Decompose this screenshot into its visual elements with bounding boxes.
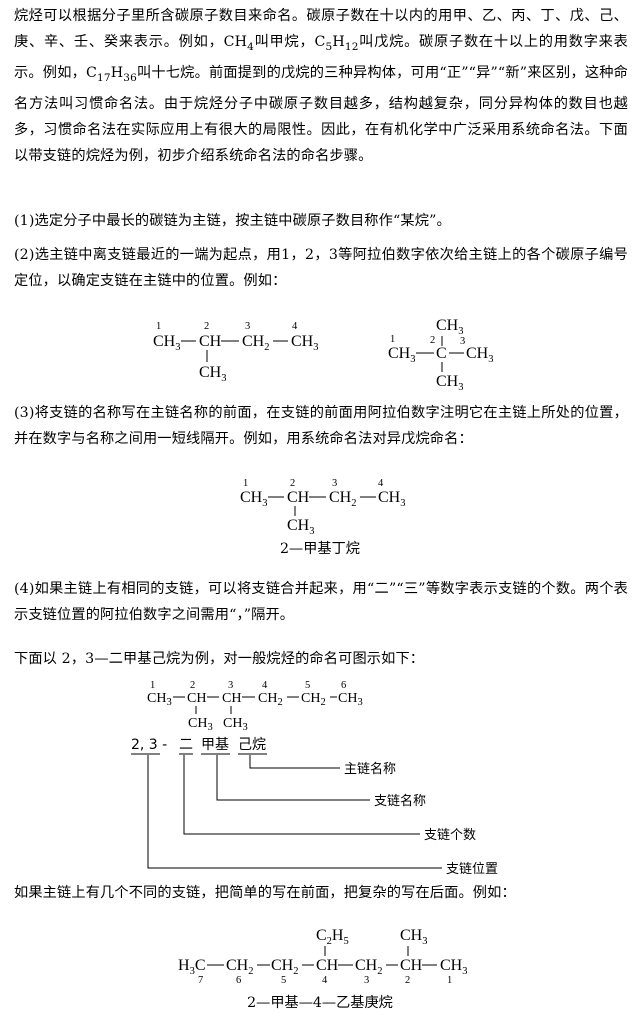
step-3: (3)将支链的名称写在主链名称的前面，在支链的前面用阿拉伯数字注明它在主链上所处…	[14, 405, 628, 447]
svg-text:CH2: CH2	[271, 957, 298, 977]
step-1: (1)选定分子中最长的碳链为主链，按主链中碳原子数目称作“某烷”。	[14, 213, 451, 229]
step-4: (4)如果主链上有相同的支链，可以将支链合并起来，用“二”“三”等数字表示支链的…	[14, 581, 628, 623]
formula-2-methyl-4-ethylheptane: C2H5 CH3 H3C CH2 CH2 CH CH2 CH CH3 7 6 5…	[178, 927, 467, 986]
svg-text:1: 1	[243, 478, 248, 489]
svg-text:CH2: CH2	[242, 333, 269, 353]
svg-text:CH: CH	[222, 691, 241, 706]
label-substituent-count: 支链个数	[424, 828, 476, 843]
svg-text:C2H5: C2H5	[316, 927, 349, 947]
svg-text:5: 5	[305, 680, 310, 691]
svg-text:2: 2	[204, 321, 209, 332]
svg-text:2: 2	[430, 335, 435, 346]
label-substituent-position: 支链位置	[446, 862, 498, 877]
svg-text:CH3: CH3	[240, 489, 267, 509]
svg-text:CH: CH	[199, 333, 222, 350]
isopentane-name: 2—甲基丁烷	[280, 541, 360, 557]
svg-text:C: C	[436, 345, 447, 362]
svg-text:3: 3	[228, 680, 233, 691]
svg-text:CH: CH	[287, 489, 310, 506]
svg-text:4: 4	[262, 680, 268, 691]
svg-text:1: 1	[156, 321, 161, 332]
locant-numbers: 2, 3 -	[131, 737, 167, 753]
substituent-name: 甲基	[201, 736, 229, 753]
final-paragraph: 如果主链上有几个不同的支链，把简单的写在前面，把复杂的写在后面。例如：	[14, 885, 516, 901]
parent-chain-name: 己烷	[238, 737, 266, 753]
svg-text:CH: CH	[187, 691, 206, 706]
formula-2-3-dimethylhexane: 1 2 3 4 5 6 CH3 CH CH CH2 CH2 CH3 CH3 CH…	[147, 680, 363, 733]
svg-text:1: 1	[390, 334, 395, 345]
svg-text:2: 2	[190, 680, 195, 691]
svg-text:4: 4	[292, 321, 298, 332]
svg-text:4: 4	[378, 478, 384, 489]
svg-text:CH3: CH3	[466, 345, 493, 365]
svg-text:6: 6	[236, 975, 241, 986]
svg-text:CH3: CH3	[147, 691, 172, 708]
svg-text:CH3: CH3	[287, 517, 314, 537]
diagram-intro: 下面以 2，3—二甲基己烷为例，对一般烷烃的命名可图示如下：	[14, 651, 425, 667]
naming-diagram: 2, 3 - 二 甲基 己烷 主链名称 支链名称 支链个数 支链位置	[131, 736, 498, 877]
svg-text:CH3: CH3	[338, 691, 363, 708]
svg-text:CH3: CH3	[291, 333, 318, 353]
svg-text:5: 5	[281, 975, 286, 986]
label-main-chain: 主链名称	[344, 761, 396, 777]
svg-text:1: 1	[447, 975, 452, 986]
svg-text:CH3: CH3	[436, 317, 463, 337]
formula-neopentane: CH3 1 2 3 CH3 C CH3 CH3	[388, 317, 493, 393]
svg-text:CH2: CH2	[355, 957, 382, 977]
svg-text:3: 3	[364, 975, 369, 986]
svg-text:1: 1	[150, 680, 155, 691]
svg-text:CH3: CH3	[436, 373, 463, 393]
svg-text:CH2: CH2	[329, 489, 356, 509]
svg-text:3: 3	[245, 321, 250, 332]
formula-2-methylbutane-a: 1 2 3 4 CH3 CH CH2 CH3 CH3	[153, 321, 318, 384]
svg-text:4: 4	[322, 975, 328, 986]
svg-text:H3C: H3C	[178, 957, 205, 977]
svg-text:CH3: CH3	[378, 489, 405, 509]
intro-paragraph: 烷烃可以根据分子里所含碳原子数目来命名。碳原子数在十以内的用甲、乙、丙、丁、戊、…	[14, 8, 628, 164]
svg-text:CH3: CH3	[199, 364, 226, 384]
svg-text:3: 3	[332, 478, 337, 489]
heptane-name: 2—甲基—4—乙基庚烷	[247, 995, 393, 1011]
svg-text:CH: CH	[400, 957, 423, 974]
svg-text:CH3: CH3	[440, 957, 467, 977]
svg-text:CH3: CH3	[223, 716, 248, 733]
label-substituent-name: 支链名称	[374, 793, 426, 809]
svg-text:CH3: CH3	[388, 345, 415, 365]
svg-text:CH: CH	[316, 957, 339, 974]
step-2: (2)选主链中离支链最近的一端为起点，用1，2，3等阿拉伯数字依次给主链上的各个…	[14, 247, 628, 289]
svg-text:6: 6	[341, 680, 346, 691]
svg-text:CH2: CH2	[258, 691, 283, 708]
count-prefix: 二	[179, 737, 193, 753]
svg-text:2: 2	[405, 975, 410, 986]
svg-text:3: 3	[460, 336, 465, 347]
svg-text:CH2: CH2	[226, 957, 253, 977]
svg-text:2: 2	[290, 478, 295, 489]
svg-text:CH2: CH2	[301, 691, 326, 708]
svg-text:CH3: CH3	[153, 333, 180, 353]
svg-text:CH3: CH3	[400, 927, 427, 947]
formula-2-methylbutane-b: 1 2 3 4 CH3 CH CH2 CH3 CH3	[240, 478, 405, 537]
svg-text:CH3: CH3	[188, 716, 213, 733]
svg-text:7: 7	[198, 975, 203, 986]
